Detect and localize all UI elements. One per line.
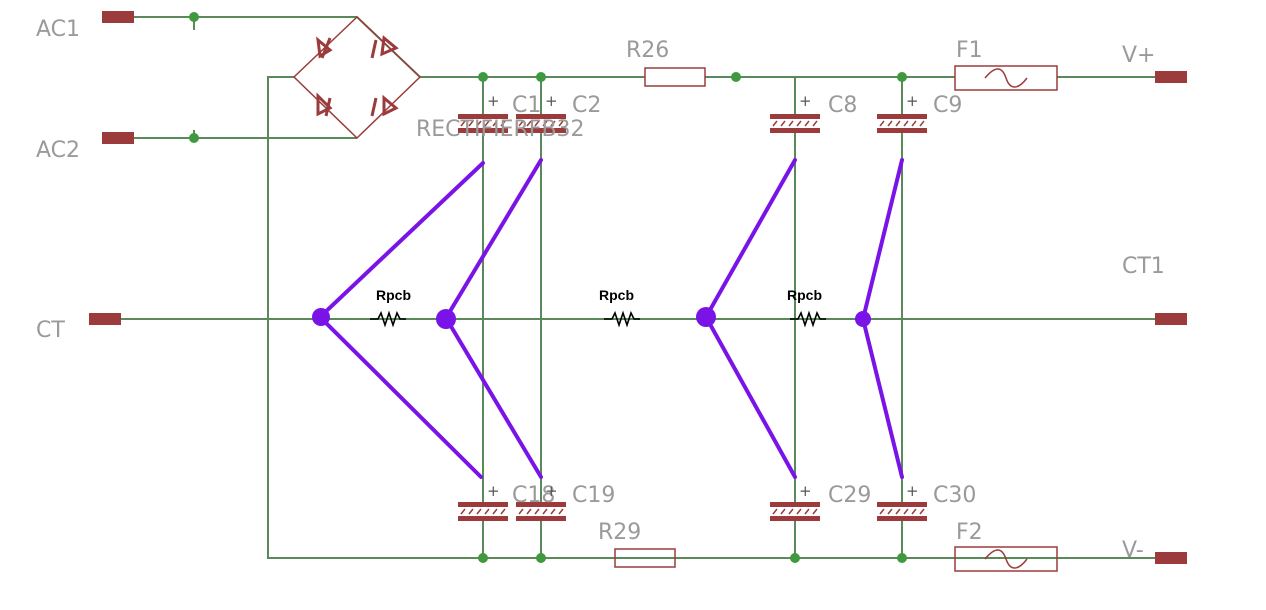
net-label-ac2: AC2 — [36, 138, 80, 163]
fuse-f2 — [954, 546, 1058, 572]
pin-ac1 — [102, 11, 134, 23]
plus-c8: + — [799, 92, 812, 110]
net-label-vminus: V- — [1122, 538, 1144, 563]
resistor-r26 — [644, 67, 706, 87]
plus-c19: + — [545, 482, 558, 500]
label-r26: R26 — [626, 38, 669, 63]
label-bridge: RECTIFIERFB32 — [416, 117, 585, 142]
pin-ct1 — [1155, 313, 1187, 325]
net-label-ct: CT — [36, 318, 65, 343]
pin-ac2 — [102, 132, 134, 144]
label-r29: R29 — [598, 520, 641, 545]
label-c18: C18 — [512, 483, 555, 508]
overlay-node-4 — [855, 311, 871, 327]
capacitor-c9 — [877, 114, 927, 133]
wires — [121, 16, 1155, 559]
capacitor-c29 — [770, 502, 820, 521]
capacitor-c8 — [770, 114, 820, 133]
label-c19: C19 — [572, 483, 615, 508]
plus-c29: + — [799, 482, 812, 500]
net-label-ac1: AC1 — [36, 17, 80, 42]
plus-c18: + — [487, 482, 500, 500]
rpcb-label-1: Rpcb — [376, 287, 411, 303]
pin-vplus — [1155, 71, 1187, 83]
rpcb-label-2: Rpcb — [599, 287, 634, 303]
capacitor-c19 — [516, 502, 566, 521]
label-c8: C8 — [828, 93, 857, 118]
net-label-ct1: CT1 — [1122, 254, 1165, 279]
rpcb-resistor-3 — [790, 310, 826, 328]
net-label-vplus: V+ — [1122, 43, 1155, 68]
plus-c1: + — [487, 92, 500, 110]
capacitor-c30 — [877, 502, 927, 521]
rpcb-label-3: Rpcb — [787, 287, 822, 303]
fuse-f1 — [954, 65, 1058, 91]
label-f2: F2 — [956, 520, 983, 545]
rpcb-resistor-1 — [370, 310, 406, 328]
pin-vminus — [1155, 552, 1187, 564]
label-c2: C2 — [572, 93, 601, 118]
plus-c30: + — [906, 482, 919, 500]
label-c1: C1 — [512, 93, 541, 118]
capacitor-c18 — [458, 502, 508, 521]
bridge-rectifier — [292, 15, 422, 140]
overlay-node-1 — [312, 308, 330, 326]
capacitor-c2 — [516, 114, 566, 133]
label-c9: C9 — [933, 93, 962, 118]
label-c30: C30 — [933, 483, 976, 508]
plus-c9: + — [906, 92, 919, 110]
rpcb-resistor-2 — [604, 310, 640, 328]
junctions — [189, 12, 907, 563]
capacitor-c1 — [458, 114, 508, 133]
overlay-node-3 — [696, 307, 716, 327]
resistor-r29 — [614, 548, 676, 568]
plus-c2: + — [545, 92, 558, 110]
label-f1: F1 — [956, 38, 983, 63]
pcb-trace-overlay — [312, 158, 904, 479]
pin-ct — [89, 313, 121, 325]
overlay-node-2 — [436, 309, 456, 329]
label-c29: C29 — [828, 483, 871, 508]
